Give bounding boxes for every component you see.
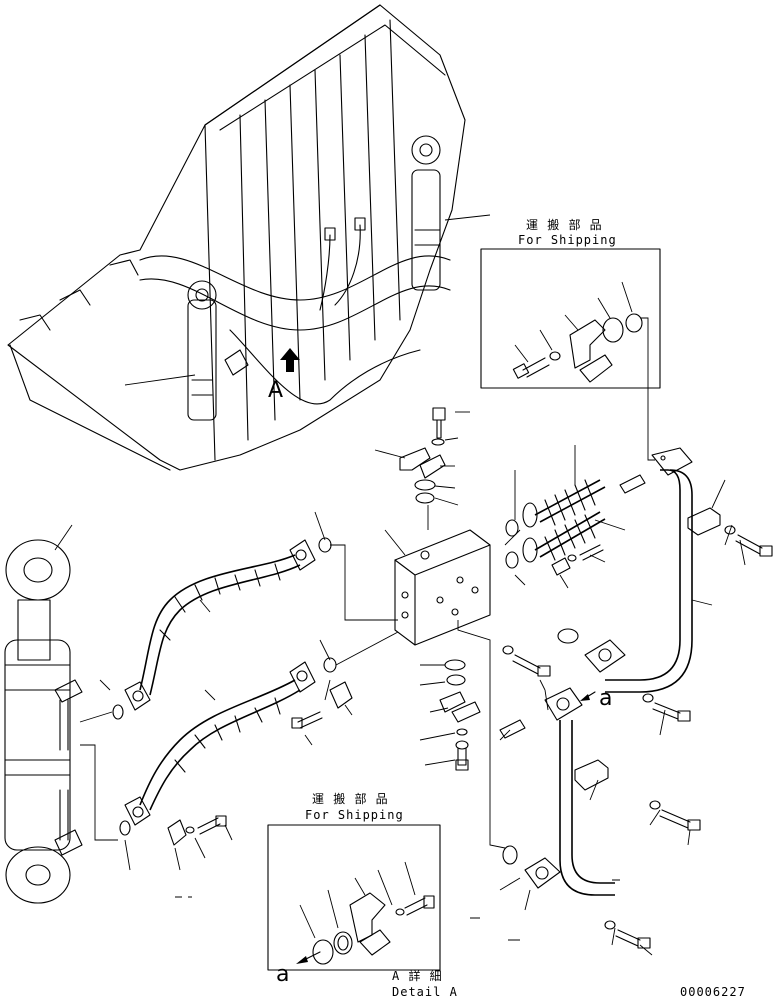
shipping-top-title-en: For Shipping (518, 233, 617, 247)
ref-marker-a-detail: a (276, 962, 290, 987)
shipping-bottom-title-en: For Shipping (305, 808, 404, 822)
drawing-number: 00006227 (680, 985, 746, 999)
left-cylinder-assembly (4, 511, 399, 904)
detail-title-jp: A 詳 細 (392, 969, 443, 983)
shipping-bottom-title-jp: 運 搬 部 品 (312, 792, 389, 806)
view-marker-a: A (268, 378, 284, 403)
shipping-box-bottom (267, 824, 441, 971)
right-pipes (457, 445, 773, 956)
valve-block (374, 407, 491, 771)
ref-marker-a-main: a (599, 686, 613, 711)
bucket-assembly (7, 4, 491, 471)
shipping-box-top (480, 248, 661, 461)
detail-title-en: Detail A (392, 985, 458, 999)
shipping-top-title-jp: 運 搬 部 品 (526, 218, 603, 232)
